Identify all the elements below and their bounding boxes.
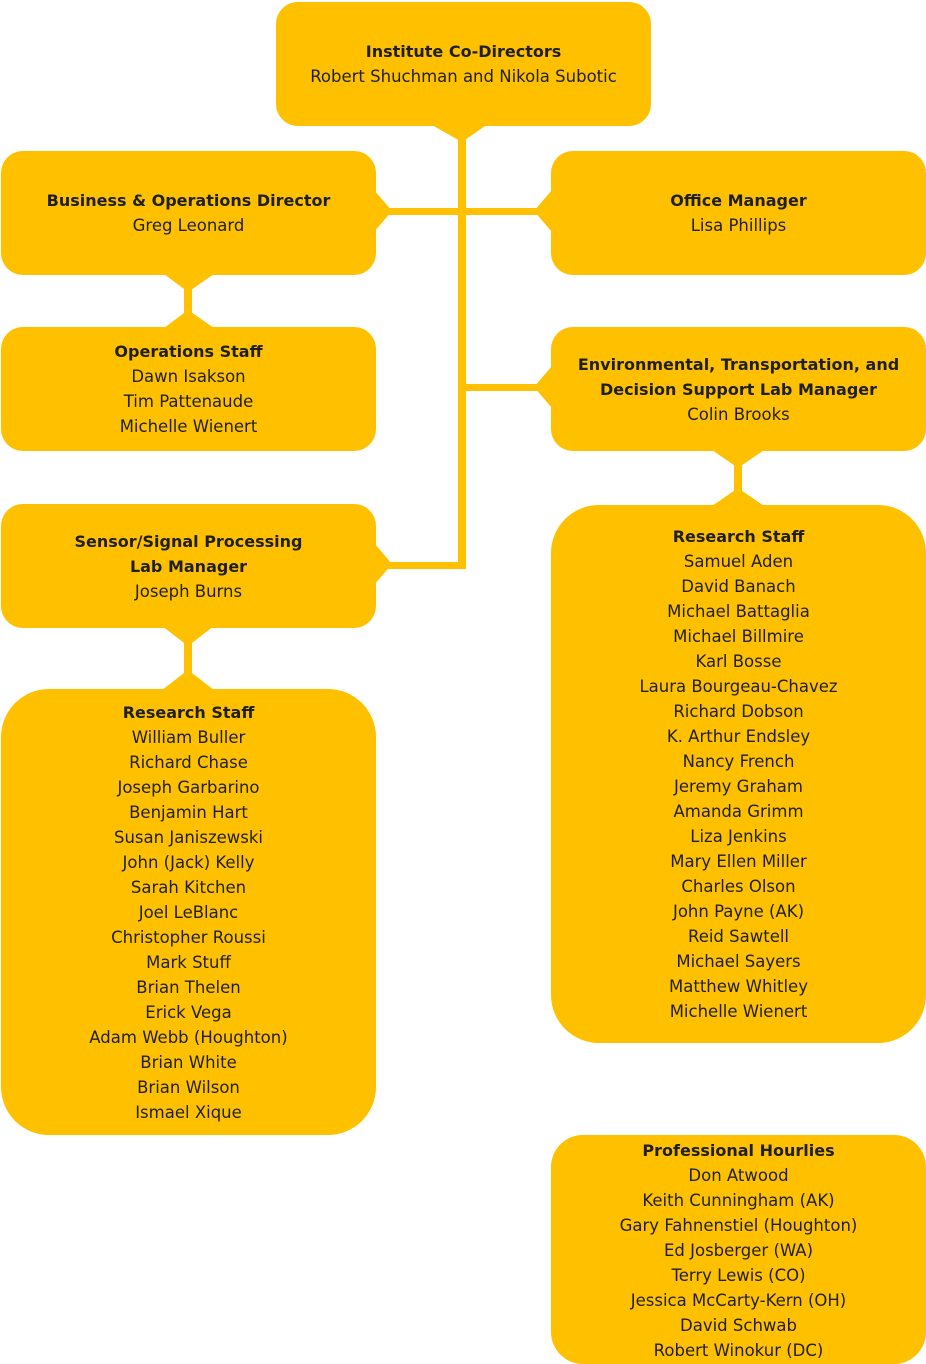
node-title: Business & Operations Director <box>46 191 331 210</box>
person-name: Tim Pattenaude <box>123 392 254 411</box>
person-name: Robert Winokur (DC) <box>653 1341 824 1360</box>
office-pointer <box>534 190 552 232</box>
person-name: Amanda Grimm <box>673 802 804 821</box>
person-name: Lisa Phillips <box>690 216 787 235</box>
node-title: Institute Co-Directors <box>365 42 562 61</box>
person-name: Colin Brooks <box>687 404 790 424</box>
person-name: Joel LeBlanc <box>138 903 239 922</box>
person-name: Don Atwood <box>688 1166 789 1185</box>
sensorlab-down-pointer <box>162 626 214 646</box>
sensorlab-research-line <box>184 626 192 690</box>
person-name: John (Jack) Kelly <box>122 853 255 872</box>
trunk-line <box>458 128 466 568</box>
node-title: Lab Manager <box>129 556 248 576</box>
person-name: Michelle Wienert <box>669 1002 808 1021</box>
person-name: Brian Wilson <box>137 1078 240 1097</box>
envresearch-up-pointer <box>712 488 764 506</box>
node-title: Professional Hourlies <box>642 1141 835 1160</box>
business-down-pointer <box>164 274 214 292</box>
node-title: Research Staff <box>122 703 255 722</box>
envlab-research-line <box>734 450 742 506</box>
person-name: Joseph Garbarino <box>117 778 260 797</box>
person-name: Joseph Burns <box>134 581 243 601</box>
node-title: Research Staff <box>672 527 805 546</box>
person-name: Mark Stuff <box>146 953 231 972</box>
codirectors-pointer <box>430 124 488 142</box>
business-pointer <box>374 190 392 232</box>
person-name: Adam Webb (Houghton) <box>89 1028 288 1047</box>
person-name: Nancy French <box>682 752 795 771</box>
person-name: Sarah Kitchen <box>130 878 247 897</box>
person-name: Erick Vega <box>145 1003 232 1022</box>
person-name: Charles Olson <box>681 877 796 896</box>
person-name: David Banach <box>681 577 796 596</box>
node-title: Decision Support Lab Manager <box>599 379 878 399</box>
sensorresearch-up-pointer <box>162 670 214 690</box>
branch-sensorlab <box>382 562 466 569</box>
person-name: Jeremy Graham <box>674 777 803 796</box>
person-name: Ed Josberger (WA) <box>663 1241 814 1260</box>
person-name: Robert Shuchman and Nikola Subotic <box>310 67 617 86</box>
ops-up-pointer <box>164 310 214 328</box>
person-name: Susan Janiszewski <box>114 828 263 847</box>
person-name: Ismael Xique <box>135 1103 242 1122</box>
branch-business-office <box>382 208 544 215</box>
person-name: Keith Cunningham (AK) <box>642 1191 835 1210</box>
node-title: Operations Staff <box>114 342 263 361</box>
person-name: David Schwab <box>680 1316 797 1335</box>
person-name: Dawn Isakson <box>131 367 246 386</box>
person-name: Liza Jenkins <box>690 827 787 846</box>
person-name: Michelle Wienert <box>119 417 258 436</box>
person-name: Greg Leonard <box>132 216 245 235</box>
person-name: Gary Fahnenstiel (Houghton) <box>619 1216 858 1235</box>
person-name: William Buller <box>131 728 246 747</box>
person-name: Jessica McCarty-Kern (OH) <box>630 1291 847 1310</box>
person-name: Terry Lewis (CO) <box>671 1266 806 1285</box>
node-title: Environmental, Transportation, and <box>577 354 900 374</box>
person-name: Michael Sayers <box>676 952 801 971</box>
person-name: Christopher Roussi <box>111 928 266 947</box>
person-name: Brian Thelen <box>136 978 241 997</box>
person-name: Michael Battaglia <box>667 602 810 621</box>
person-name: Michael Billmire <box>673 627 804 646</box>
person-name: Richard Dobson <box>673 702 804 721</box>
person-name: Matthew Whitley <box>669 977 808 996</box>
person-name: Benjamin Hart <box>129 803 248 822</box>
sensorlab-pointer <box>374 543 392 585</box>
person-name: Reid Sawtell <box>687 927 790 946</box>
business-ops-line <box>184 274 192 326</box>
node-title: Sensor/Signal Processing <box>74 531 303 551</box>
person-name: K. Arthur Endsley <box>666 727 811 746</box>
person-name: Karl Bosse <box>695 652 782 671</box>
person-name: Mary Ellen Miller <box>670 852 807 871</box>
envlab-down-pointer <box>712 450 764 468</box>
person-name: Brian White <box>140 1053 237 1072</box>
person-name: Laura Bourgeau-Chavez <box>639 677 838 696</box>
person-name: Samuel Aden <box>683 552 794 571</box>
envlab-pointer <box>534 366 552 408</box>
node-title: Office Manager <box>670 191 807 210</box>
person-name: Richard Chase <box>129 753 248 772</box>
person-name: John Payne (AK) <box>672 902 805 921</box>
branch-envlab <box>462 384 544 391</box>
